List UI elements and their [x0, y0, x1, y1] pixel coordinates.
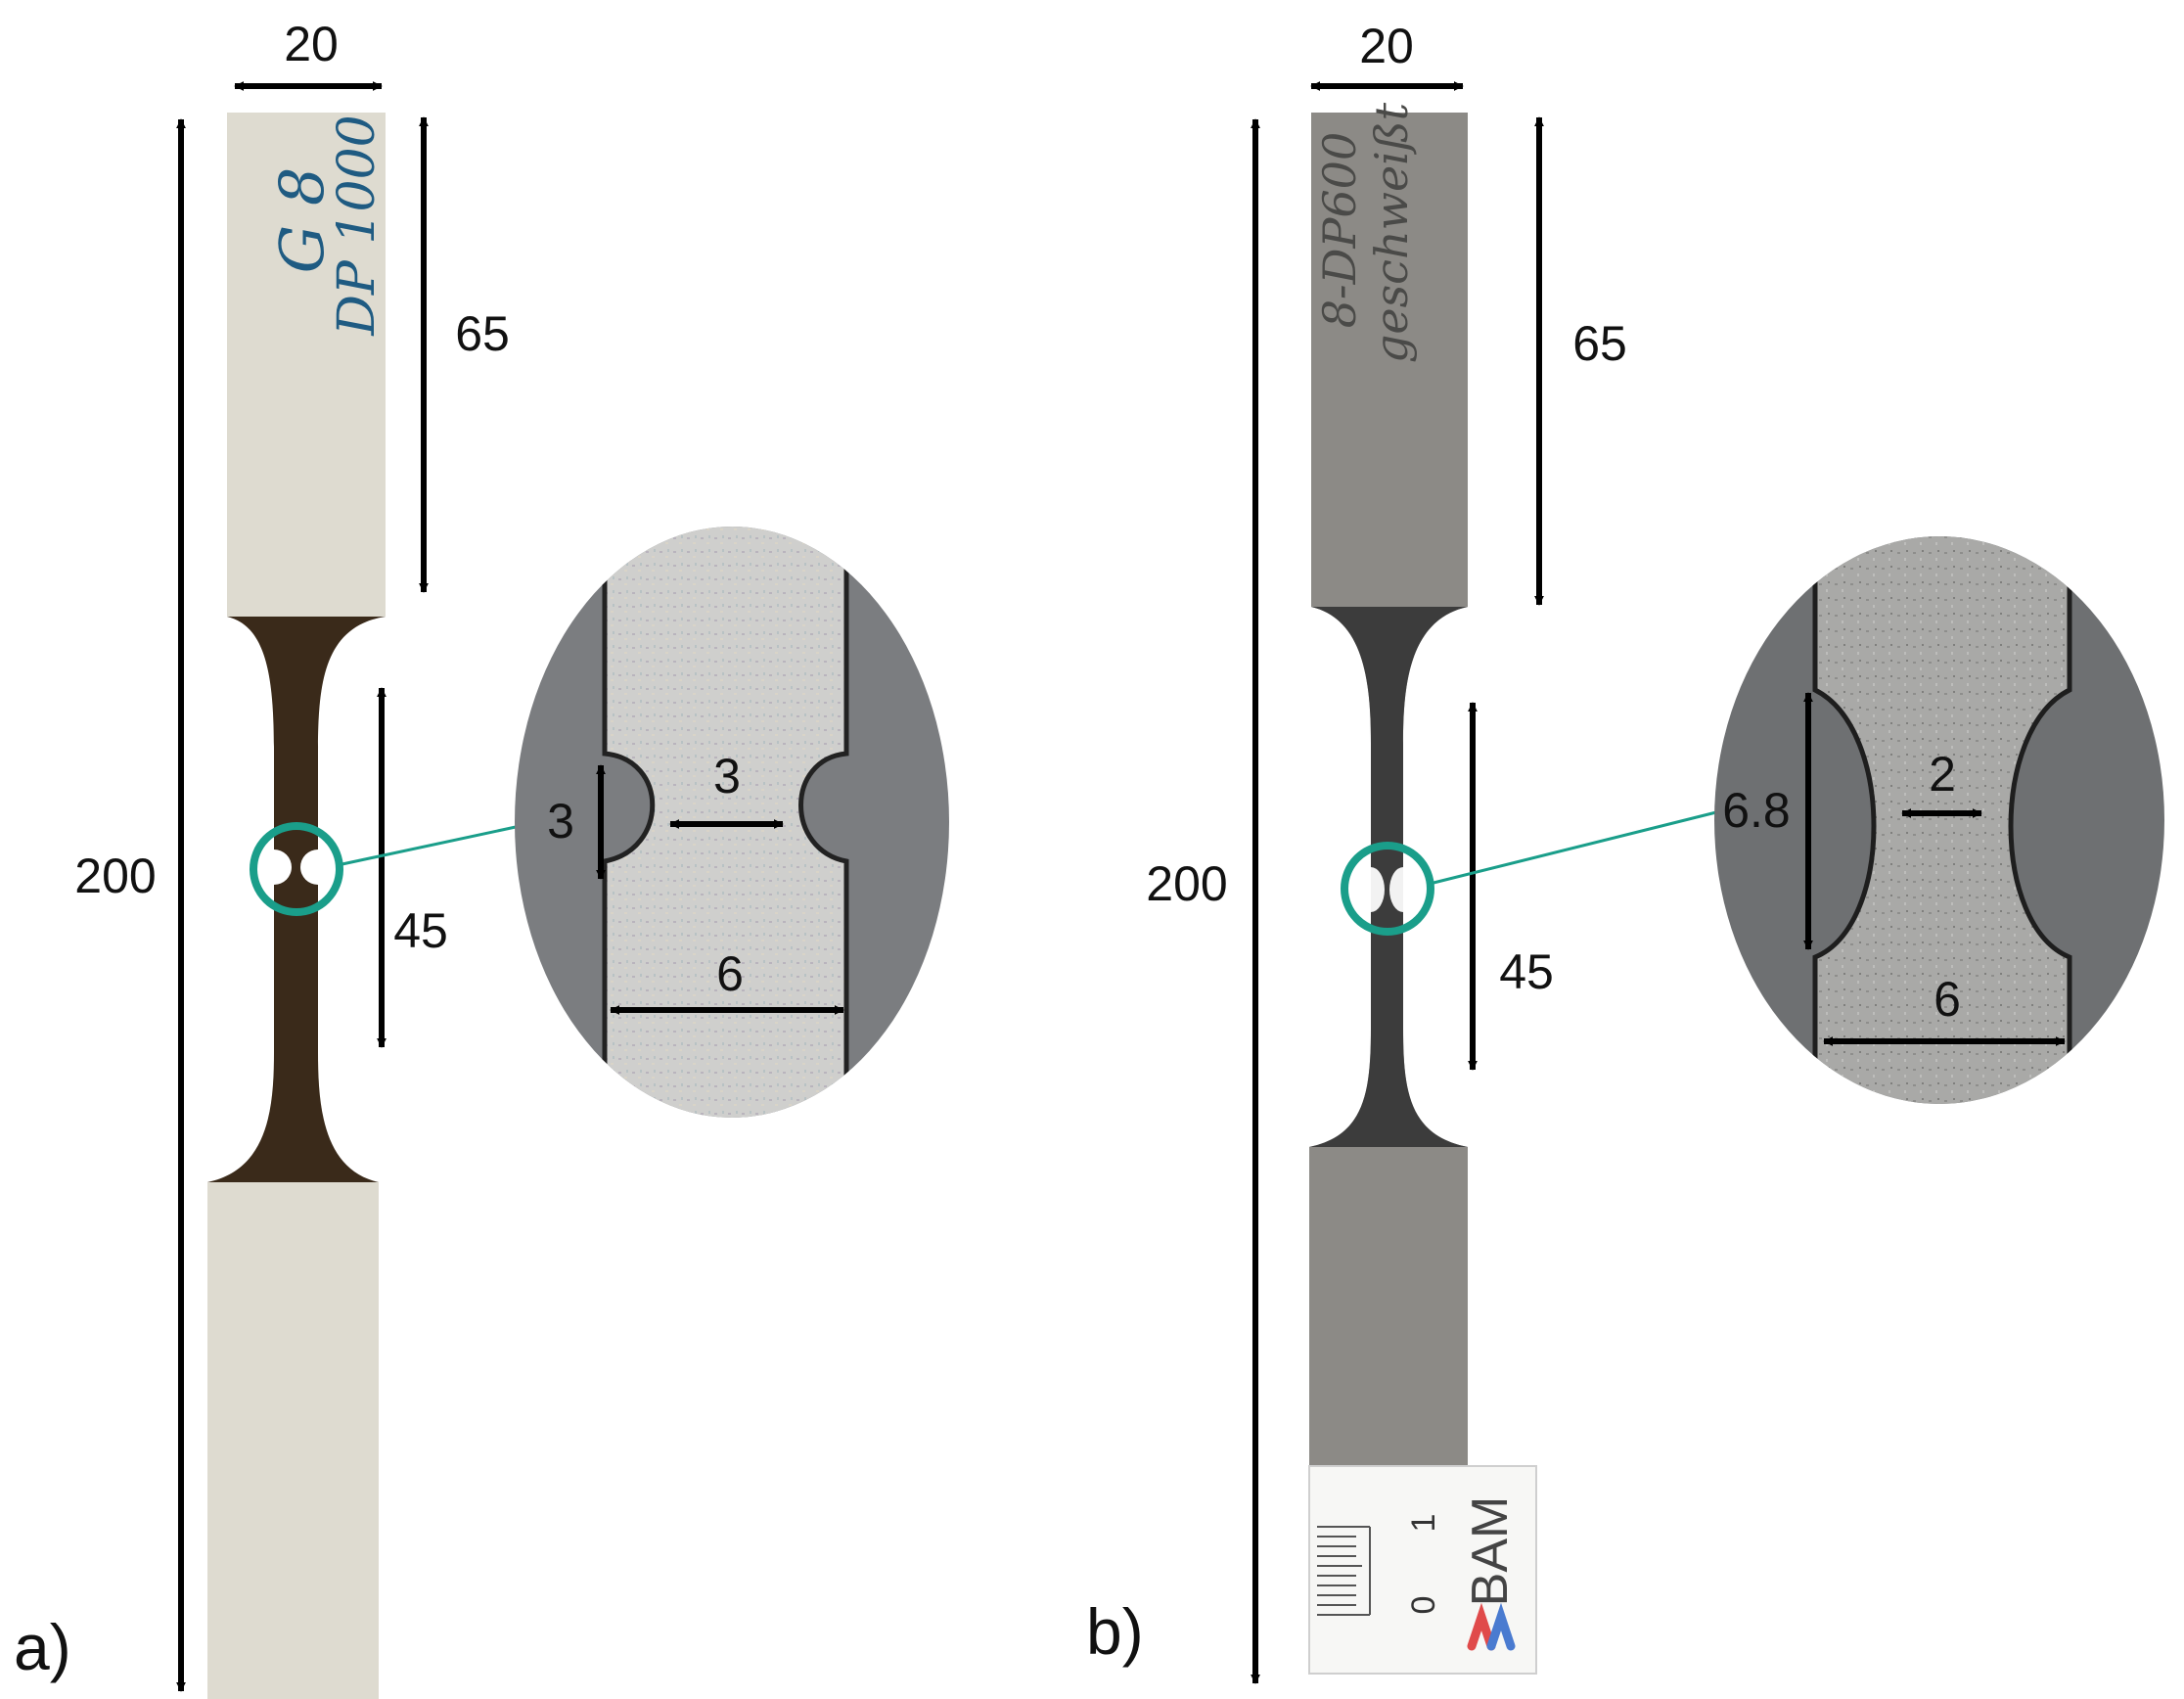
highlight-b — [1341, 810, 1717, 936]
dim-a-grip-length-label: 65 — [455, 306, 510, 361]
dimensions-a — [176, 81, 429, 1692]
panel-b-label: b) — [1086, 1595, 1144, 1668]
dim-a-notch-label: 3 — [547, 794, 574, 849]
highlight-a — [250, 822, 517, 916]
dim-b-total-label: 200 — [1146, 856, 1227, 911]
specimen-b-handwriting-1: 8-DP600 — [1313, 132, 1366, 328]
specimen-a-notch — [274, 850, 318, 885]
dim-a-gauge-label: 45 — [393, 903, 448, 958]
dim-b-width-label: 6 — [1934, 972, 1961, 1027]
specimen-a-handwriting-2: DP 1000 — [328, 115, 387, 337]
dimensions-b — [1251, 81, 1544, 1684]
dim-a-grip-width-label: 20 — [284, 17, 339, 71]
panel-a-label: a) — [14, 1611, 71, 1683]
detail-a-dimensions — [596, 764, 844, 1015]
bam-logo-icon — [1467, 1602, 1516, 1651]
dim-a-width-label: 6 — [716, 946, 744, 1001]
leader-a — [337, 825, 517, 867]
specimen-b-notch — [1371, 867, 1403, 912]
scale-logo-text: BAM — [1462, 1496, 1519, 1607]
notch-b-highlight-circle — [1341, 842, 1434, 936]
dim-b-grip-width-label: 20 — [1359, 19, 1414, 73]
notch-a-highlight-circle — [250, 822, 343, 916]
scale-tick-0: 0 — [1405, 1596, 1442, 1615]
detail-b-dimensions — [1803, 692, 2066, 1046]
specimen-b-gauge — [1309, 607, 1468, 1147]
leader-b — [1429, 810, 1717, 886]
scale-ruler: 0 1 BAM — [1308, 1465, 1537, 1675]
specimen-a-handwriting-1: G 8 — [266, 167, 338, 274]
scale-ruler-card — [1308, 1465, 1537, 1675]
dim-a-total-label: 200 — [74, 849, 156, 903]
specimen-b: 8-DP600 geschweißt — [1309, 102, 1468, 1674]
dim-b-gauge-label: 45 — [1499, 944, 1554, 999]
detail-b — [1714, 536, 2164, 1104]
detail-b-metal — [1815, 536, 2070, 1104]
specimen-a: G 8 DP 1000 — [207, 113, 387, 1699]
specimen-b-handwriting-2: geschweißt — [1365, 102, 1418, 363]
dim-b-notch-label: 6.8 — [1722, 783, 1791, 838]
dim-b-ligament-label: 2 — [1929, 747, 1956, 802]
dim-a-ligament-label: 3 — [713, 749, 741, 804]
scale-tick-1: 1 — [1405, 1514, 1442, 1533]
specimen-a-gauge — [207, 617, 386, 1182]
dim-b-grip-length-label: 65 — [1572, 316, 1627, 371]
